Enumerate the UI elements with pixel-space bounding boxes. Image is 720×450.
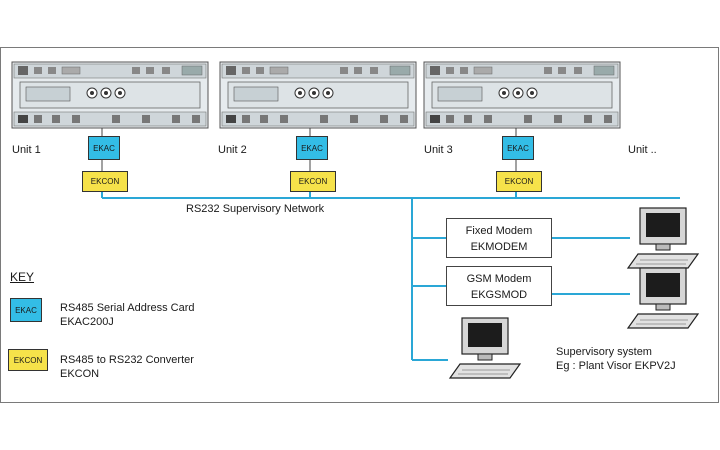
fixed-modem-code: EKMODEM bbox=[470, 241, 528, 253]
fixed-modem-box: Fixed Modem EKMODEM bbox=[446, 218, 552, 258]
gsm-modem-code: EKGSMOD bbox=[470, 289, 528, 301]
gsm-modem-name: GSM Modem bbox=[466, 273, 532, 285]
key-ekcon-code: EKCON bbox=[60, 368, 100, 380]
controller-unit-1 bbox=[11, 61, 209, 129]
key-ekcon-swatch: EKCON bbox=[8, 349, 48, 371]
unit-2-label: Unit 2 bbox=[218, 144, 247, 156]
ekcon-converter-unit-2: EKCON bbox=[290, 171, 336, 192]
ekac-card-unit-3: EKAC bbox=[502, 136, 534, 160]
key-ekac-code: EKAC200J bbox=[60, 316, 114, 328]
unit-1-label: Unit 1 bbox=[12, 144, 41, 156]
key-ekac-description: RS485 Serial Address Card bbox=[60, 302, 195, 314]
key-title: KEY bbox=[10, 270, 35, 284]
unit-more-label: Unit .. bbox=[628, 144, 657, 156]
ekac-card-unit-1: EKAC bbox=[88, 136, 120, 160]
gsm-modem-box: GSM Modem EKGSMOD bbox=[446, 266, 552, 306]
ekac-card-unit-2: EKAC bbox=[296, 136, 328, 160]
unit-3-label: Unit 3 bbox=[424, 144, 453, 156]
supervisory-computer-icon bbox=[449, 317, 521, 379]
computer-gsm-modem-icon bbox=[627, 267, 699, 329]
network-label: RS232 Supervisory Network bbox=[186, 203, 325, 215]
key-ekac-swatch: EKAC bbox=[10, 298, 42, 322]
supervisory-example-label: Eg : Plant Visor EKPV2J bbox=[556, 360, 676, 372]
controller-unit-3 bbox=[423, 61, 621, 129]
computer-fixed-modem-icon bbox=[627, 207, 699, 269]
fixed-modem-name: Fixed Modem bbox=[465, 225, 533, 237]
key-ekcon-description: RS485 to RS232 Converter bbox=[60, 354, 194, 366]
supervisory-system-label: Supervisory system bbox=[556, 346, 652, 358]
ekcon-converter-unit-3: EKCON bbox=[496, 171, 542, 192]
ekcon-converter-unit-1: EKCON bbox=[82, 171, 128, 192]
controller-unit-2 bbox=[219, 61, 417, 129]
